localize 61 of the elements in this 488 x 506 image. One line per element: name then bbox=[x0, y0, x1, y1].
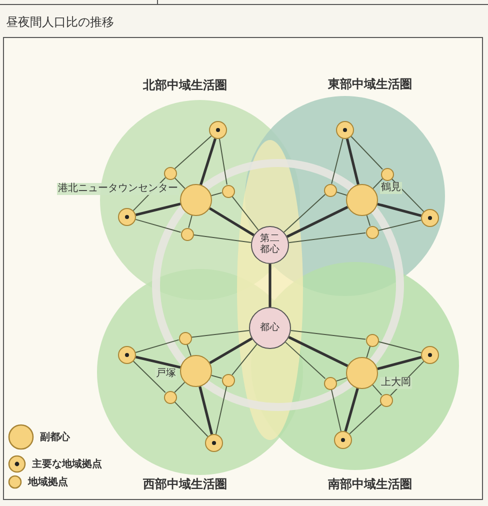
place-name: 鶴見 bbox=[380, 182, 402, 194]
connector-line bbox=[174, 401, 208, 437]
connector-line bbox=[192, 234, 252, 243]
place-name: 上大岡 bbox=[380, 377, 412, 389]
connector-line bbox=[232, 344, 258, 376]
connector-line bbox=[290, 330, 366, 340]
zone-title: 東部中域生活圏 bbox=[328, 76, 412, 93]
city-center-name: 第二都心 bbox=[259, 234, 281, 256]
place-name: 港北ニュータウンセンター bbox=[57, 183, 179, 195]
connector-line bbox=[378, 220, 422, 231]
connector-line bbox=[284, 194, 326, 233]
connector-line bbox=[186, 344, 192, 356]
city-center-name: 都心 bbox=[259, 322, 281, 334]
connector-line bbox=[377, 202, 422, 217]
connector-line bbox=[209, 207, 254, 236]
connector-line bbox=[346, 138, 360, 185]
place-name: 戸塚 bbox=[155, 368, 177, 380]
connector-line bbox=[372, 178, 383, 189]
connector-line bbox=[331, 138, 344, 184]
connector-line bbox=[190, 330, 250, 338]
legend-text: 副都心 bbox=[40, 430, 70, 444]
zone-title: 北部中域生活圏 bbox=[143, 77, 227, 94]
connector-line bbox=[218, 138, 228, 186]
connector-line bbox=[135, 218, 182, 233]
connector-line bbox=[209, 337, 252, 364]
heading-text: 昼夜間人口比の推移 bbox=[6, 14, 114, 31]
connector-line bbox=[174, 177, 186, 189]
connector-line bbox=[378, 341, 422, 354]
connector-line bbox=[336, 377, 348, 382]
connector-line bbox=[366, 214, 371, 226]
connector-line bbox=[391, 178, 424, 212]
connector-line bbox=[200, 138, 217, 186]
connector-line bbox=[349, 404, 382, 434]
connector-line bbox=[135, 339, 180, 353]
connector-line bbox=[286, 206, 348, 238]
connector-line bbox=[377, 356, 422, 370]
connector-line bbox=[135, 356, 181, 369]
connector-line bbox=[174, 136, 212, 170]
connector-line bbox=[215, 386, 228, 435]
connector-line bbox=[210, 192, 222, 196]
connector-line bbox=[366, 346, 371, 358]
connector-line bbox=[350, 136, 383, 170]
zone-title: 南部中域生活圏 bbox=[328, 476, 412, 493]
connector-line bbox=[284, 342, 326, 380]
connector-line bbox=[188, 214, 192, 228]
connector-line bbox=[210, 374, 222, 379]
connector-line bbox=[336, 191, 348, 196]
legend-text: 地域拠点 bbox=[28, 476, 68, 489]
connector-line bbox=[268, 264, 272, 307]
legend-text: 主要な地域拠点 bbox=[32, 457, 102, 471]
connector-line bbox=[232, 196, 259, 230]
connector-line bbox=[288, 336, 348, 368]
connector-line bbox=[135, 202, 181, 216]
connector-line bbox=[174, 382, 186, 393]
connector-line bbox=[372, 384, 382, 396]
connector-line bbox=[344, 388, 359, 432]
connector-line bbox=[198, 386, 214, 435]
connector-line bbox=[288, 232, 366, 244]
connector-line bbox=[132, 360, 166, 393]
connector-line bbox=[330, 388, 342, 432]
zone-title: 西部中域生活圏 bbox=[143, 476, 227, 493]
